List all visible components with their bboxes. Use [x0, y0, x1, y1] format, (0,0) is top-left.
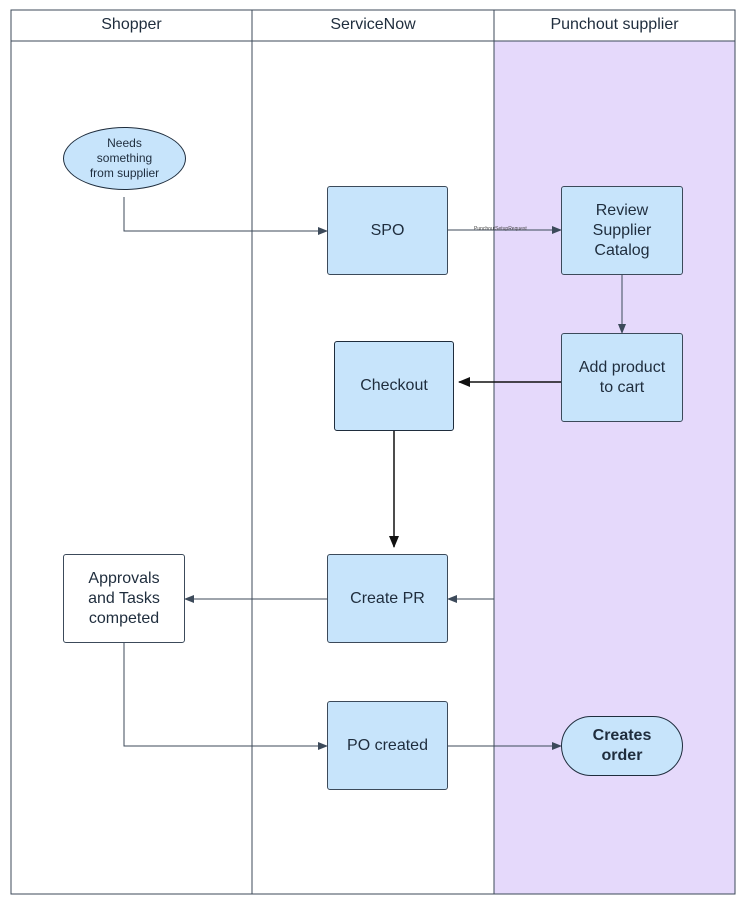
node-checkout: Checkout: [334, 341, 454, 431]
node-review-supplier-catalog: Review Supplier Catalog: [561, 186, 683, 275]
edge-needs-to-spo: [123, 197, 328, 235]
lane-title-shopper: Shopper: [101, 16, 162, 33]
node-approvals-and-tasks: Approvals and Tasks competed: [63, 554, 185, 643]
node-add-product-to-cart: Add product to cart: [561, 333, 683, 422]
node-create-pr: Create PR: [327, 554, 448, 643]
node-spo: SPO: [327, 186, 448, 275]
edge-approvals-to-po: [123, 643, 328, 750]
edge-label-punchout-setup-request: PunchoutSetupRequest: [474, 226, 527, 232]
node-creates-order: Creates order: [561, 716, 683, 776]
node-po-created: PO created: [327, 701, 448, 790]
lane-title-punchout-supplier: Punchout supplier: [550, 16, 679, 33]
diagram-frame: [10, 9, 736, 895]
lane-title-servicenow: ServiceNow: [330, 16, 416, 33]
node-needs-something: Needs something from supplier: [63, 127, 186, 190]
